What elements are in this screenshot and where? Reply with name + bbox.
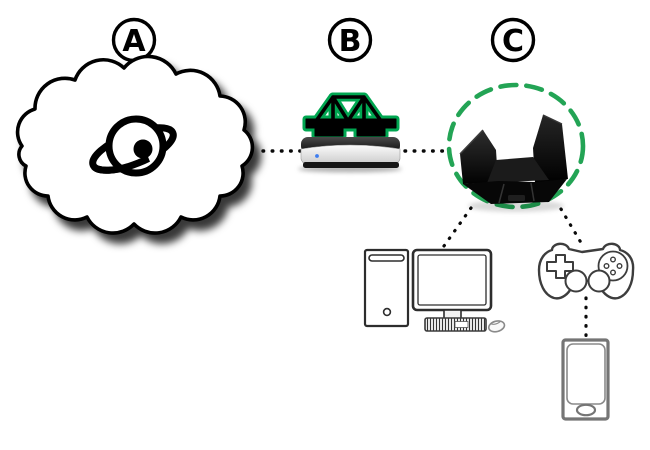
label-badge-b: B <box>327 17 373 63</box>
node-game-controller <box>537 242 635 300</box>
winged-router-icon <box>459 114 568 212</box>
modem-led <box>315 154 319 158</box>
label-c-letter: C <box>502 24 524 59</box>
node-wifi-router <box>446 82 586 212</box>
node-desktop-computer <box>363 248 506 333</box>
bridge-icon <box>302 92 400 140</box>
internet-globe-icon <box>89 115 177 177</box>
label-b-letter: B <box>339 24 362 59</box>
smartphone-icon <box>561 338 610 421</box>
label-badge-c: C <box>490 17 536 63</box>
connection-router-controller <box>559 207 585 248</box>
label-a-letter: A <box>122 24 146 59</box>
modem-device <box>298 137 402 173</box>
node-smartphone <box>561 338 610 421</box>
router-highlight-ellipse <box>446 82 586 210</box>
connection-router-computer <box>442 206 473 248</box>
gamepad-icon <box>537 242 635 300</box>
node-internet-cloud <box>15 54 255 235</box>
node-modem <box>298 92 402 173</box>
label-badge-a: A <box>111 17 157 63</box>
desktop-pc-icon <box>363 248 506 333</box>
